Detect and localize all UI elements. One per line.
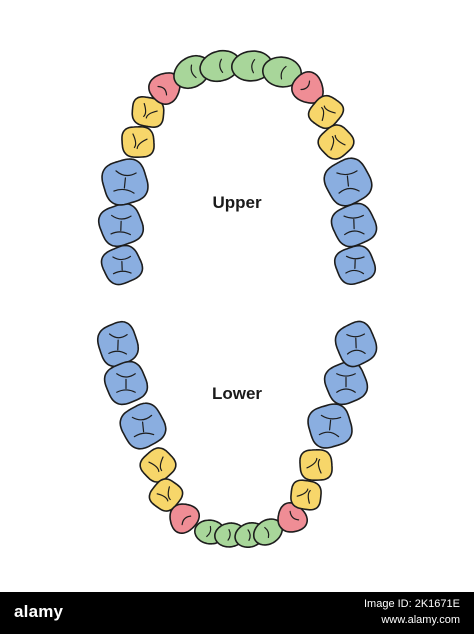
lower-molar-tooth-1 xyxy=(96,320,140,368)
image-id-text: Image ID: 2K1671E xyxy=(363,598,460,610)
image-metadata: Image ID: 2K1671E www.alamy.com xyxy=(364,596,460,628)
lower-molar-tooth-14 xyxy=(307,403,353,449)
upper-molar-tooth-14 xyxy=(323,157,373,207)
upper-jaw xyxy=(97,49,378,286)
lower-premolar-tooth-4 xyxy=(139,447,177,483)
lower-premolar-tooth-5 xyxy=(148,478,184,512)
upper-jaw-label: Upper xyxy=(212,193,262,212)
lower-jaw xyxy=(96,320,378,549)
upper-molar-tooth-16 xyxy=(333,244,377,286)
upper-molar-tooth-15 xyxy=(330,202,378,248)
upper-premolar-tooth-13 xyxy=(317,124,355,160)
upper-molar-tooth-1 xyxy=(100,244,144,286)
upper-canine-tooth-11 xyxy=(291,71,324,104)
lower-molar-tooth-2 xyxy=(103,360,149,406)
lower-molar-tooth-3 xyxy=(119,402,167,450)
lower-canine-tooth-6 xyxy=(169,503,201,535)
lower-premolar-tooth-12 xyxy=(290,479,322,511)
lower-molar-tooth-15 xyxy=(323,360,369,406)
upper-premolar-tooth-5 xyxy=(131,96,165,128)
site-url-text: www.alamy.com xyxy=(381,614,460,626)
lower-molar-tooth-16 xyxy=(334,320,378,368)
upper-molar-tooth-3 xyxy=(101,158,149,206)
upper-premolar-tooth-4 xyxy=(121,125,155,159)
upper-premolar-tooth-12 xyxy=(307,94,345,130)
upper-molar-tooth-2 xyxy=(97,202,145,248)
lower-premolar-tooth-13 xyxy=(299,448,333,482)
alamy-logo: alamy xyxy=(14,602,64,621)
teeth-diagram-svg xyxy=(96,49,378,549)
watermark-footer: alamy Image ID: 2K1671E www.alamy.com xyxy=(0,592,474,634)
lower-jaw-label: Lower xyxy=(211,384,263,403)
